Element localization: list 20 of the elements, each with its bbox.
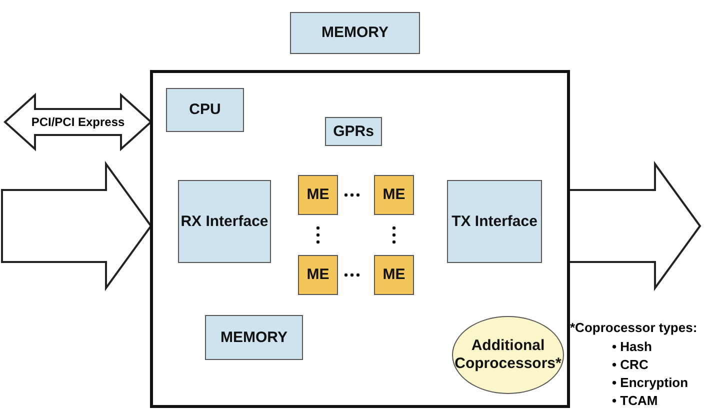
engine-box: ME <box>298 255 338 295</box>
list-item: • CRC <box>612 357 648 372</box>
list-item: • TCAM <box>612 393 658 408</box>
block-box: RX Interface <box>178 180 271 263</box>
block-box: TX Interface <box>447 180 542 263</box>
engine-box: ME <box>374 255 414 295</box>
block-arrow <box>1 160 152 292</box>
edge-label: PCI/PCI Express <box>31 115 125 129</box>
chip-outline <box>150 70 570 408</box>
block-box: MEMORY <box>205 315 303 360</box>
list-item: • Encryption <box>612 375 688 390</box>
list-item: • Hash <box>612 339 652 354</box>
engine-box: ME <box>298 175 338 215</box>
coprocessor-ellipse: Additional Coprocessors* <box>452 316 564 394</box>
block-box: MEMORY <box>290 12 420 54</box>
block-box: GPRs <box>325 117 382 146</box>
note-heading: *Coprocessor types: <box>570 320 698 335</box>
block-box: CPU <box>166 88 244 132</box>
engine-box: ME <box>374 175 414 215</box>
block-arrow <box>568 160 702 292</box>
